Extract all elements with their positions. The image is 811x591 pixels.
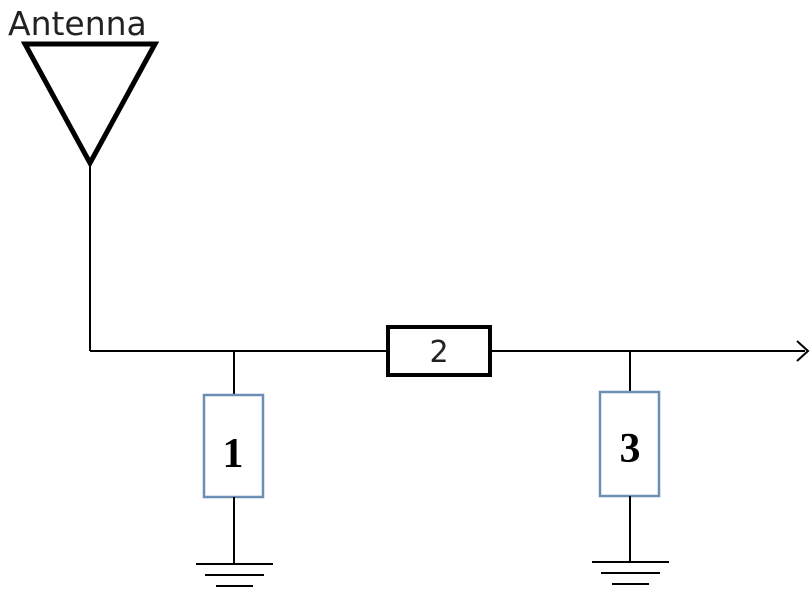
shunt-component-1-label: 1 xyxy=(223,431,244,477)
ground-icon xyxy=(196,563,273,587)
series-component-label: 2 xyxy=(429,335,448,370)
antenna-icon xyxy=(20,41,160,169)
shunt-component-3-label: 3 xyxy=(620,426,641,472)
shunt-component-1: 1 xyxy=(202,393,265,499)
series-component-2: 2 xyxy=(386,325,492,377)
arrow-right-icon xyxy=(796,340,810,362)
antenna-label: Antenna xyxy=(8,4,147,43)
shunt-component-3: 3 xyxy=(598,390,661,498)
ground-icon xyxy=(592,561,669,585)
